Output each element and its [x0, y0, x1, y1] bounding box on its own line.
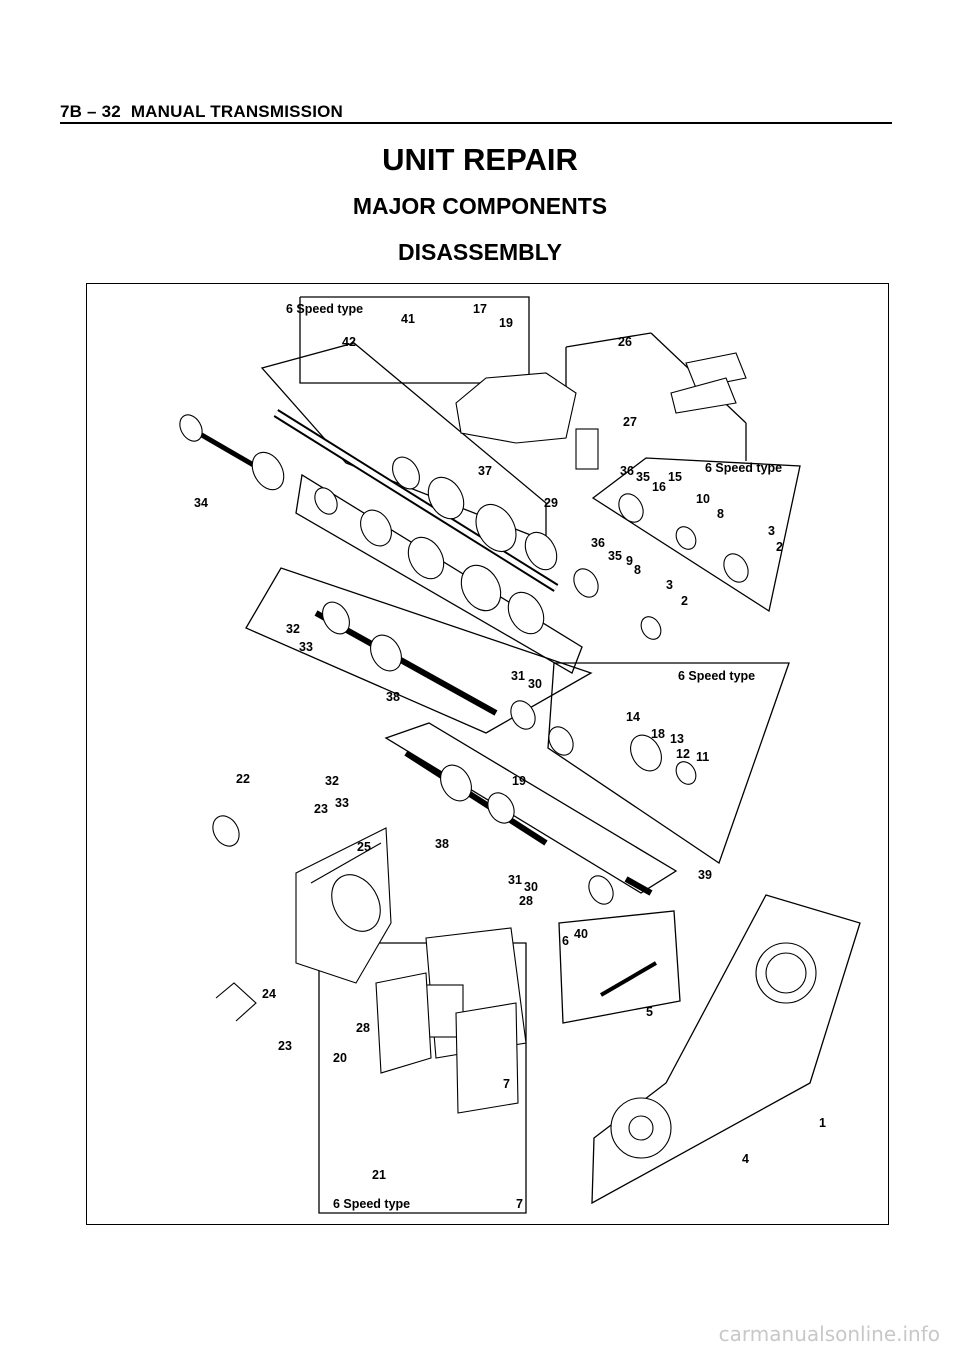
exploded-view-diagram: 6 Speed type 17 41 19 42 26 27 37 29 34 … — [179, 296, 861, 1214]
part-callout-32: 32 — [286, 622, 300, 636]
page-title: UNIT REPAIR — [382, 142, 578, 177]
part-callout-23: 23 — [314, 802, 328, 816]
part-callout-31: 31 — [508, 873, 522, 887]
callout-variant-label: 6 Speed type — [678, 669, 755, 683]
part-callout-14: 14 — [626, 710, 640, 724]
part-callout-27: 27 — [623, 415, 637, 429]
part-callout-2: 2 — [681, 594, 688, 608]
part-callout-13: 13 — [670, 732, 684, 746]
page-subtitle-2: DISASSEMBLY — [397, 239, 563, 265]
exploded-view-figure — [86, 283, 889, 1225]
part-callout-32: 32 — [325, 774, 339, 788]
part-callout-35: 35 — [608, 549, 622, 563]
header-rule — [60, 122, 892, 124]
callout-6speed-type-top: 6 Speed type — [286, 302, 363, 316]
part-callout-38: 38 — [435, 837, 449, 851]
part-callout-37: 37 — [478, 464, 492, 478]
part-callout-8: 8 — [634, 563, 641, 577]
part-callout-28: 28 — [519, 894, 533, 908]
countershaft-panel-2 — [384, 722, 678, 894]
part-callout-25: 25 — [357, 840, 371, 854]
part-callout-4: 4 — [742, 1152, 749, 1166]
part-callout-29: 29 — [544, 496, 558, 510]
part-callout-7: 7 — [516, 1197, 523, 1211]
part-callout-8: 8 — [717, 507, 724, 521]
part-callout-41: 41 — [401, 312, 415, 326]
page-subtitle: MAJOR COMPONENTS — [352, 193, 608, 219]
part-callout-23: 23 — [278, 1039, 292, 1053]
part-callout-11: 11 — [696, 750, 709, 764]
part-callout-42: 42 — [342, 335, 356, 349]
cover-panel-lines — [565, 332, 747, 461]
part-callout-5: 5 — [646, 1005, 653, 1019]
part-callout-36: 36 — [591, 536, 605, 550]
part-callout-30: 30 — [524, 880, 538, 894]
countershaft-panel — [245, 567, 593, 734]
part-callout-10: 10 — [696, 492, 710, 506]
callout-variant-label: 6 Speed type — [333, 1197, 410, 1211]
part-callout-26: 26 — [618, 335, 632, 349]
part-callout-15: 15 — [668, 470, 682, 484]
section-number: 7B – 32 — [60, 102, 121, 121]
part-callout-19: 19 — [499, 316, 513, 330]
part-callout-28: 28 — [356, 1021, 370, 1035]
part-callout-1: 1 — [819, 1116, 826, 1130]
part-callout-36: 36 — [620, 464, 634, 478]
section-title: MANUAL TRANSMISSION — [130, 102, 344, 121]
callout-variant-label: 6 Speed type — [705, 461, 782, 475]
part-callout-12: 12 — [676, 747, 690, 761]
part-callout-7: 7 — [503, 1077, 510, 1091]
part-callout-39: 39 — [698, 868, 712, 882]
watermark: carmanualsonline.info — [718, 1322, 940, 1346]
part-callout-30: 30 — [528, 677, 542, 691]
part-callout-22: 22 — [236, 772, 250, 786]
part-callout-24: 24 — [262, 987, 276, 1001]
part-callout-21: 21 — [372, 1168, 386, 1182]
part-callout-3: 3 — [768, 524, 775, 538]
part-callout-2: 2 — [776, 540, 783, 554]
part-callout-19: 19 — [512, 774, 526, 788]
part-callout-33: 33 — [335, 796, 349, 810]
parking-brake-panel — [591, 894, 861, 1205]
6speed-reverse-panel — [591, 457, 801, 613]
shift-rod-panel — [558, 910, 681, 1024]
part-callout-38: 38 — [386, 690, 400, 704]
part-callout-9: 9 — [626, 554, 633, 568]
part-callout-16: 16 — [652, 480, 666, 494]
page-header: 7B – 32 MANUAL TRANSMISSION — [60, 102, 343, 122]
part-callout-17: 17 — [473, 302, 487, 316]
part-callout-35: 35 — [636, 470, 650, 484]
6speed-gear-panel — [547, 662, 790, 865]
part-callout-31: 31 — [511, 669, 525, 683]
gear-train-panel — [295, 473, 583, 674]
part-callout-40: 40 — [574, 927, 588, 941]
part-callout-6: 6 — [562, 934, 569, 948]
part-callout-34: 34 — [194, 496, 208, 510]
part-callout-33: 33 — [299, 640, 313, 654]
part-callout-20: 20 — [333, 1051, 347, 1065]
part-callout-3: 3 — [666, 578, 673, 592]
part-callout-18: 18 — [651, 727, 665, 741]
